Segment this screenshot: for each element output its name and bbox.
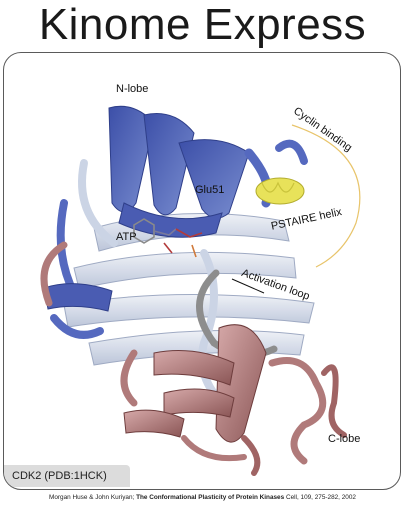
citation-credit: Morgan Huse & John Kuriyan; The Conforma… xyxy=(0,494,405,501)
cdk2-ribbon-structure xyxy=(40,105,361,476)
credit-journal: Cell, 109, 275-282, 2002 xyxy=(285,494,356,501)
c-lobe-structure xyxy=(40,241,347,476)
activation-loop-pointer xyxy=(231,278,265,294)
n-lobe-strands xyxy=(43,105,308,339)
credit-article: The Conformational Plasticity of Protein… xyxy=(136,494,285,501)
structure-caption: CDK2 (PDB:1HCK) xyxy=(4,465,130,487)
page-title: Kinome Express xyxy=(38,0,367,49)
credit-authors: Morgan Huse & John Kuriyan; xyxy=(49,494,135,501)
atp-molecule xyxy=(133,218,203,258)
pstaire-helix xyxy=(255,177,305,205)
n-lobe-label: N-lobe xyxy=(116,83,149,95)
structure-figure-panel: N-lobe Cyclin binding Glu51 PSTAIRE heli… xyxy=(3,52,401,490)
atp-label: ATP xyxy=(116,231,137,243)
glu51-label: Glu51 xyxy=(195,184,225,196)
cyclin-binding-arc xyxy=(291,124,361,268)
c-lobe-label: C-lobe xyxy=(328,433,361,445)
